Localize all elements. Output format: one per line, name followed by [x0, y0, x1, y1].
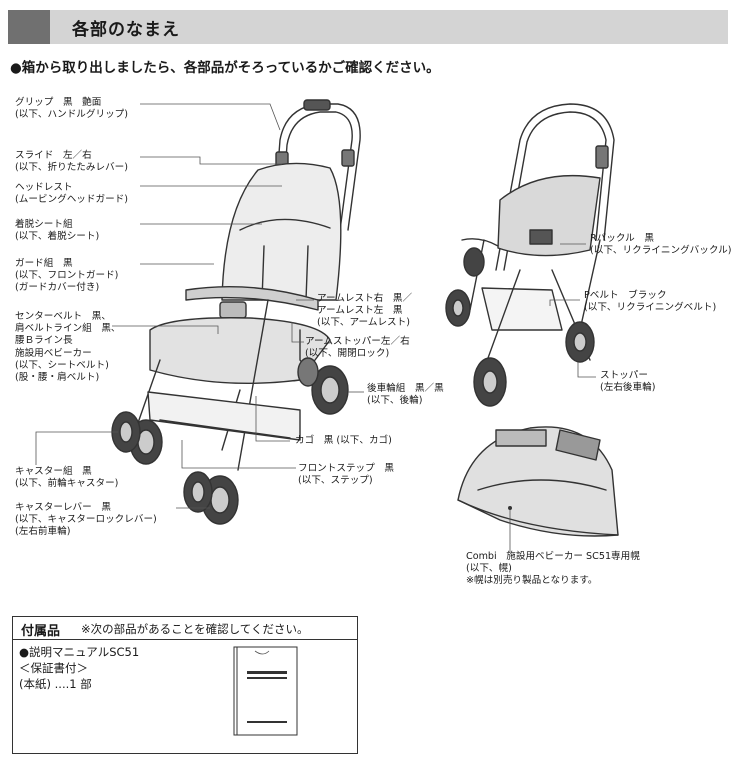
label-front-step: フロントステップ 黒(以下、ステップ)	[298, 463, 394, 487]
back-stroller-drawing	[445, 103, 615, 407]
accessories-note: ※次の部品があることを確認してください。	[81, 622, 309, 636]
manual-booklet-icon	[233, 646, 298, 736]
label-seat: 着脱シート組(以下、着脱シート)	[15, 219, 100, 243]
label-headrest: ヘッドレスト(ムービングヘッドガード)	[15, 182, 129, 206]
accessories-title: 付属品	[21, 624, 61, 639]
front-stroller-drawing	[111, 99, 361, 525]
accessories-header: 付属品 ※次の部品があることを確認してください。	[13, 617, 357, 640]
label-seat-belt: センターベルト 黒、肩ベルトライン組 黒、腰Ｂライン長施設用ベビーカー(以下、シ…	[15, 311, 121, 384]
label-rear-wheel: 後車輪組 黒／黒(以下、後輪)	[367, 383, 444, 407]
page-title: 各部のなまえ	[72, 20, 180, 40]
accessory-item-line-1: ●説明マニュアルSC51	[19, 645, 140, 659]
label-handle-grip: グリップ 黒 艶面(以下、ハンドルグリップ)	[15, 97, 129, 121]
label-arm-stopper: アームストッパー左／右(以下、開閉ロック)	[305, 336, 410, 360]
label-p-belt: Pベルト ブラック(以下、リクライニングベルト)	[584, 290, 717, 314]
section-header: 各部のなまえ	[8, 10, 728, 44]
label-basket: カゴ 黒 (以下、カゴ)	[295, 435, 392, 446]
label-front-guard: ガード組 黒(以下、フロントガード)(ガードカバー付き)	[15, 258, 119, 294]
label-slide: スライド 左／右(以下、折りたたみレバー)	[15, 150, 129, 174]
label-caster: キャスター組 黒(以下、前輪キャスター)	[15, 466, 119, 490]
header-accent-block	[8, 10, 50, 44]
accessories-box: 付属品 ※次の部品があることを確認してください。 ●説明マニュアルSC51 ＜保…	[12, 616, 358, 754]
label-caster-lever: キャスターレバー 黒(以下、キャスターロックレバー)(左右前車輪)	[15, 502, 157, 538]
label-stopper: ストッパー(左右後車輪)	[600, 370, 656, 394]
label-r-buckle: Rバックル 黒(以下、リクライニングバックル)	[590, 233, 732, 257]
accessory-item-line-3: (本紙) ....1 部	[19, 677, 92, 691]
label-canopy: Combi 施設用ベビーカー SC51専用幌(以下、幌)※幌は別売り製品となりま…	[466, 551, 640, 587]
label-armrest: アームレスト右 黒／アームレスト左 黒(以下、アームレスト)	[317, 293, 413, 329]
accessory-item-line-2: ＜保証書付＞	[19, 661, 88, 675]
canopy-drawing	[457, 426, 619, 537]
intro-text: ●箱から取り出しましたら、各部品がそろっているかご確認ください。	[10, 60, 440, 76]
